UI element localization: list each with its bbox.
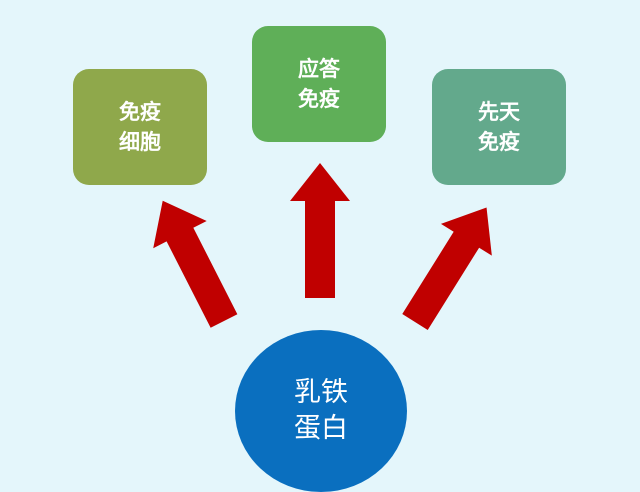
center-circle-lactoferrin: 乳铁蛋白 — [235, 330, 407, 492]
arrow-to-adaptive-immunity — [290, 163, 350, 298]
box-label-line1: 免疫 — [119, 100, 161, 124]
box-label-line2: 免疫 — [478, 130, 520, 154]
arrow-to-immune-cells — [135, 187, 251, 335]
box-label-line2: 细胞 — [119, 130, 161, 154]
center-label-line1: 乳铁 — [294, 377, 348, 408]
box-adaptive-immunity: 应答免疫 — [252, 26, 386, 142]
arrow-to-innate-immunity — [389, 191, 512, 338]
box-innate-immunity: 先天免疫 — [432, 69, 566, 185]
box-label-line2: 免疫 — [298, 87, 340, 111]
box-immune-cells: 免疫细胞 — [73, 69, 207, 185]
box-label-line1: 先天 — [478, 100, 520, 124]
center-label-line2: 蛋白 — [294, 413, 348, 444]
box-label-line1: 应答 — [298, 57, 340, 81]
